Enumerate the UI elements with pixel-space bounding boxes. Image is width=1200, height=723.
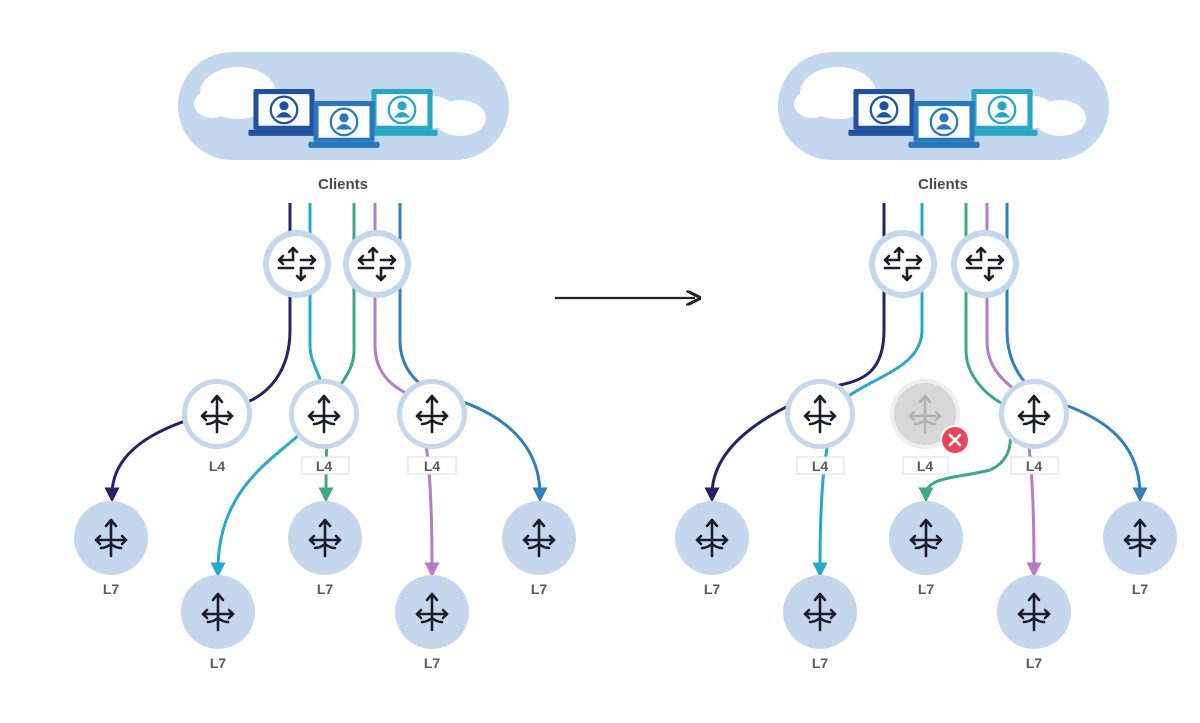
l7-label: L7	[704, 581, 721, 597]
laptop-user-icon	[908, 99, 980, 150]
l4-load-balancer	[397, 379, 467, 449]
l4-load-balancer	[999, 379, 1069, 449]
l4-label: L4	[316, 458, 333, 474]
l7-load-balancer	[675, 501, 749, 575]
l4-label: L4	[812, 458, 829, 474]
l7-load-balancer	[997, 575, 1071, 649]
laptop-user-icon	[966, 87, 1038, 138]
l7-label: L7	[531, 581, 548, 597]
l7-load-balancer	[181, 575, 255, 649]
flow-navy	[104, 203, 292, 503]
l7-label: L7	[1132, 581, 1149, 597]
l4-label: L4	[209, 458, 226, 474]
l7-load-balancer	[1103, 501, 1177, 575]
l4-label: L4	[1026, 458, 1043, 474]
l4-label: L4	[917, 458, 934, 474]
clients-label: Clients	[318, 176, 368, 193]
laptop-user-icon	[848, 87, 920, 138]
l7-label: L7	[918, 581, 935, 597]
clients-cloud	[178, 52, 509, 160]
l7-label: L7	[812, 655, 829, 671]
flow-blue	[1005, 203, 1148, 503]
laptop-user-icon	[248, 87, 320, 138]
flow-blue	[398, 203, 548, 503]
l7-label: L7	[1026, 655, 1043, 671]
laptop-user-icon	[308, 99, 380, 150]
router	[263, 230, 331, 298]
flow-cyan	[812, 203, 924, 578]
l7-label: L7	[424, 655, 441, 671]
l4-label: L4	[424, 458, 441, 474]
router	[951, 230, 1019, 298]
l7-load-balancer	[395, 575, 469, 649]
l4-load-balancer	[289, 379, 359, 449]
scenario-before: Clients L4	[74, 52, 576, 671]
flow-green	[918, 203, 1012, 503]
l4-load-balancer	[785, 379, 855, 449]
l7-label: L7	[210, 655, 227, 671]
clients-label: Clients	[918, 176, 968, 193]
l7-load-balancer	[288, 501, 362, 575]
l7-load-balancer	[889, 501, 963, 575]
l4-load-balancer-failed	[890, 379, 970, 455]
scenario-after: Clients L4	[675, 52, 1177, 671]
l7-label: L7	[103, 581, 120, 597]
flow-navy	[704, 203, 886, 503]
clients-cloud	[778, 52, 1109, 160]
router	[869, 230, 937, 298]
l4-load-balancer	[182, 379, 252, 449]
l7-load-balancer	[783, 575, 857, 649]
router	[343, 230, 411, 298]
l7-load-balancer	[502, 501, 576, 575]
laptop-user-icon	[366, 87, 438, 138]
l7-load-balancer	[74, 501, 148, 575]
l7-label: L7	[317, 581, 334, 597]
